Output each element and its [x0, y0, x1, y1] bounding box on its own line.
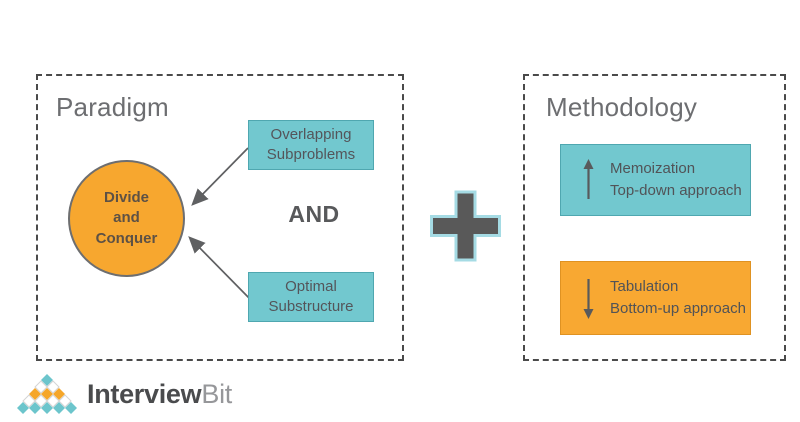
plus-icon — [429, 189, 502, 268]
optimal-substructure-node: Optimal Substructure — [248, 272, 374, 322]
logo-text-interview: Interview — [87, 378, 202, 409]
interviewbit-logo: InterviewBit — [16, 372, 232, 416]
down-arrow-icon — [583, 279, 594, 319]
tabulation-text: Tabulation Bottom-up approach — [610, 276, 746, 321]
memoization-text: Memoization Top-down approach — [610, 158, 742, 203]
interviewbit-logo-text: InterviewBit — [87, 379, 232, 410]
tabulation-line1: Tabulation — [610, 277, 679, 295]
up-arrow-icon — [583, 159, 594, 199]
methodology-title: Methodology — [546, 92, 698, 122]
paradigm-title: Paradigm — [56, 92, 169, 122]
methodology-panel: Methodology Memoization Top-down approac… — [523, 74, 786, 361]
tabulation-node: Tabulation Bottom-up approach — [560, 261, 751, 335]
tabulation-line2: Bottom-up approach — [610, 300, 746, 317]
memoization-line2: Top-down approach — [610, 182, 742, 199]
interviewbit-logo-icon — [17, 374, 77, 414]
memoization-node: Memoization Top-down approach — [560, 144, 751, 216]
overlapping-subproblems-node: Overlapping Subproblems — [248, 120, 374, 170]
paradigm-panel: Paradigm Divide and Conquer Overlapping … — [36, 74, 404, 361]
memoization-line1: Memoization — [610, 159, 696, 177]
arrow-overlapping-to-circle — [191, 147, 249, 206]
arrow-optimal-to-circle — [188, 236, 251, 300]
logo-text-bit: Bit — [201, 378, 232, 409]
divide-and-conquer-node: Divide and Conquer — [68, 160, 185, 277]
and-label: AND — [288, 201, 340, 227]
